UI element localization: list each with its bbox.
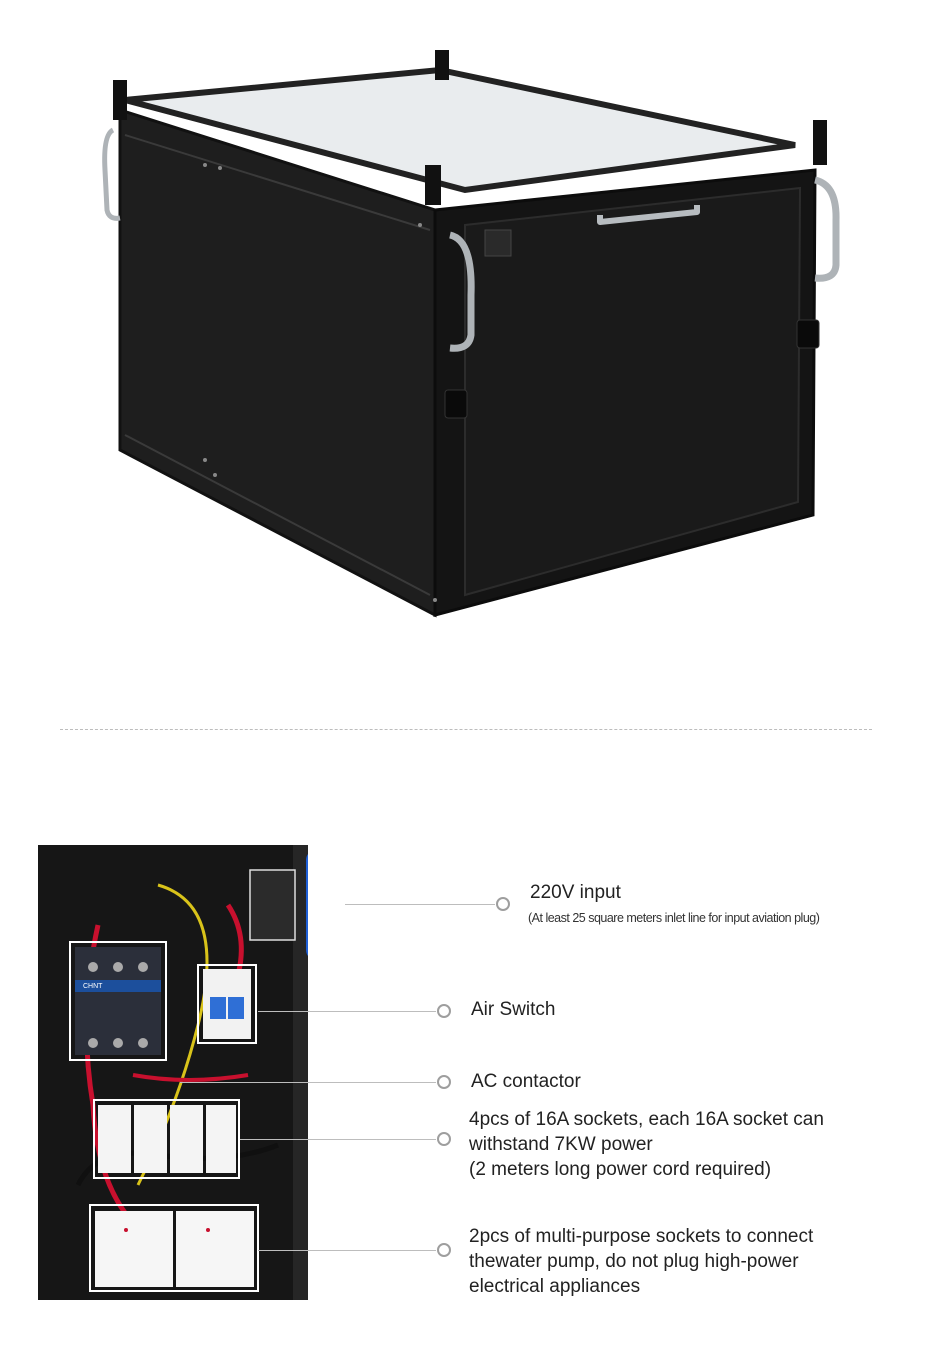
callout-air-switch-title: Air Switch: [471, 999, 556, 1020]
callout-dot-16a-sockets: [437, 1132, 451, 1146]
callout-220v-subtitle: (At least 25 square meters inlet line fo…: [528, 911, 820, 925]
right-side-handle: [813, 176, 840, 282]
callout-16a-line-1: 4pcs of 16A sockets, each 16A socket can: [469, 1109, 824, 1130]
callout-220v-title: 220V input: [530, 882, 621, 903]
callout-multi-line-1: 2pcs of multi-purpose sockets to connect: [469, 1226, 814, 1247]
electrical-panel-photo: CHNT: [38, 845, 308, 1300]
ac-contactor: CHNT: [69, 941, 167, 1061]
callout-dot-air-switch: [437, 1004, 451, 1018]
callout-dot-ac-contactor: [437, 1075, 451, 1089]
air-switch: [197, 964, 257, 1044]
latch-left: [444, 389, 468, 419]
left-side-handle: [448, 231, 475, 352]
cabinet-top-panel: [124, 66, 796, 194]
cabinet-photo: [102, 50, 840, 618]
callout-16a-line-2: withstand 7KW power: [469, 1134, 653, 1155]
svg-text:CHNT: CHNT: [83, 983, 103, 990]
leader-line-16a-sockets: [240, 1139, 436, 1140]
callout-dot-multi-sockets: [437, 1243, 451, 1257]
input-terminal: [249, 869, 296, 941]
temperature-display: [484, 229, 512, 257]
leader-line-ac-contactor: [180, 1082, 436, 1083]
leader-line-220v: [345, 904, 495, 905]
section-divider: [60, 729, 872, 730]
callout-multi-line-2: thewater pump, do not plug high-power: [469, 1251, 799, 1272]
leader-line-multi-sockets: [258, 1250, 436, 1251]
callout-dot-220v: [496, 897, 510, 911]
latch-right: [796, 319, 820, 349]
front-handle: [597, 205, 700, 225]
leader-line-air-switch: [258, 1011, 436, 1012]
cabinet-side-panel: [118, 107, 437, 618]
callout-ac-contactor-title: AC contactor: [471, 1071, 581, 1092]
callout-multi-line-3: electrical appliances: [469, 1276, 641, 1297]
socket-row-16a: [93, 1099, 240, 1179]
aviation-plug: [306, 854, 308, 956]
multi-purpose-sockets: [89, 1204, 259, 1292]
callout-16a-line-3: (2 meters long power cord required): [469, 1159, 772, 1180]
